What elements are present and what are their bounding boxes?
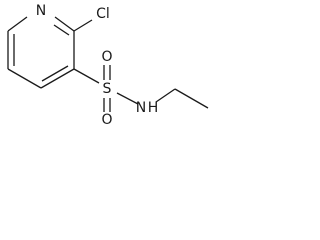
- atom-s: S: [103, 81, 112, 97]
- bond-c3-c4-inner: [41, 65, 69, 82]
- bond-n1-c2-inner: [53, 24, 70, 36]
- atom-o-top: O: [101, 49, 112, 65]
- pyridine-ring: [7, 16, 75, 89]
- bond-s-n: [116, 92, 139, 105]
- bond-c2-cl: [73, 19, 93, 32]
- atom-o-bottom: O: [101, 112, 112, 128]
- bond-n1-c2: [54, 16, 75, 32]
- bond-ch2-ch3: [174, 88, 209, 109]
- bond-c3-c4: [40, 68, 75, 89]
- bond-c3-s: [73, 68, 100, 84]
- bond-c6-n1: [7, 16, 28, 32]
- molecule-structure: N Cl S O O N H: [7, 3, 209, 128]
- atom-cl: Cl: [96, 6, 110, 22]
- atom-n-ring: N: [36, 3, 46, 19]
- atom-n-amide: N: [136, 100, 146, 116]
- bond-c4-c5: [7, 68, 42, 89]
- bond-n-ch2: [155, 88, 176, 103]
- atom-h-amide: H: [148, 100, 159, 116]
